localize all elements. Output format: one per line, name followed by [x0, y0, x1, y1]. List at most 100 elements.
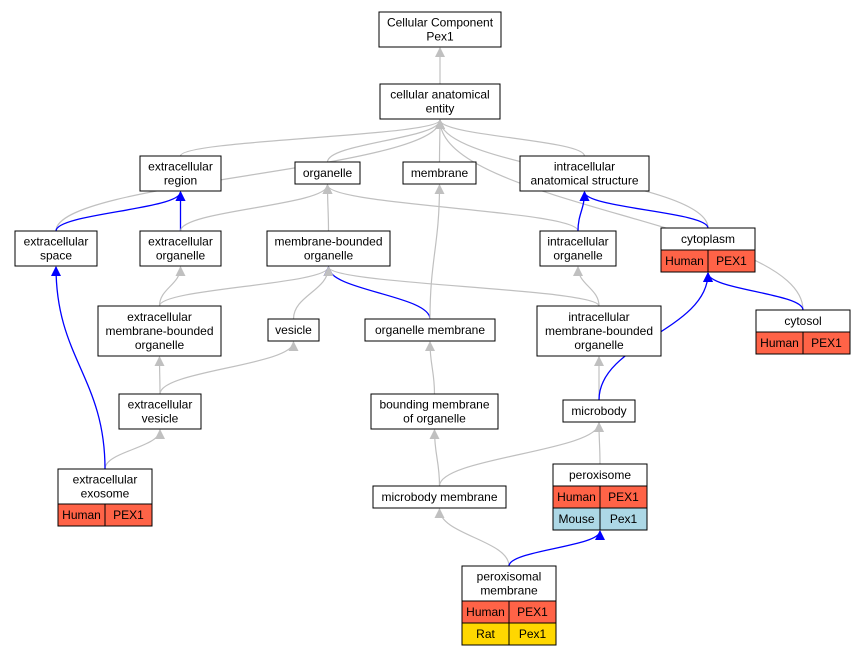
node-box — [57, 468, 153, 505]
node-label-line: peroxisome — [569, 468, 631, 482]
node-label-line: space — [40, 249, 72, 263]
edge-bmo-to-orgmem — [425, 341, 436, 395]
node-label-line: Pex1 — [426, 30, 454, 44]
node-box — [139, 230, 222, 267]
edge-imbo-to-intorg — [573, 266, 600, 307]
node-box — [562, 399, 636, 423]
node-label-line: organelle — [303, 166, 353, 180]
annotation-species-label: Rat — [476, 627, 495, 641]
annotation-species-label: Human — [760, 336, 799, 350]
node-label-line: extracellular — [127, 310, 192, 324]
node-label-line: extracellular — [73, 473, 138, 487]
node-box — [139, 155, 222, 192]
annotation-gene-label: PEX1 — [716, 254, 747, 268]
node-label-line: membrane — [411, 166, 469, 180]
node-membrane[interactable]: membrane — [402, 161, 477, 185]
node-label-line: region — [164, 174, 197, 188]
edge-extspace-to-cae — [55, 119, 445, 232]
edge-embo-to-extorg — [158, 266, 186, 307]
edge-mbo-to-organelle — [322, 184, 333, 232]
edge-cytoplasm-to-ias — [579, 191, 709, 229]
edge-mbmem-to-microbody — [438, 422, 604, 487]
edge-vesicle-to-mbo — [292, 266, 334, 320]
annotation-gene-cell — [104, 503, 153, 527]
annotation-gene-cell — [508, 622, 557, 646]
node-box — [402, 161, 477, 185]
node-box — [378, 11, 502, 48]
edge-imbo-to-mbo — [323, 266, 600, 307]
node-label-line: intracellular — [568, 310, 629, 324]
node-label-line: vesicle — [142, 412, 179, 426]
node-label-line: organelle — [553, 249, 603, 263]
node-box — [267, 318, 320, 342]
node-label-line: membrane-bounded — [545, 324, 653, 338]
edge-pmem-to-mbmem — [434, 508, 510, 567]
annotation-species-label: Human — [665, 254, 704, 268]
edge-ias-to-cae — [435, 119, 586, 157]
node-vesicle[interactable]: vesicle — [267, 318, 320, 342]
node-organelle[interactable]: organelle — [294, 161, 361, 185]
node-label-line: intracellular — [554, 160, 615, 174]
node-label-line: bounding membrane — [379, 398, 489, 412]
edge-cytosol-to-cae — [435, 119, 804, 311]
node-label-line: microbody membrane — [381, 490, 497, 504]
node-label-line: microbody — [571, 404, 626, 418]
edge-exosome-to-extves — [104, 429, 165, 470]
annotation-gene-label: PEX1 — [517, 605, 548, 619]
node-box — [519, 155, 650, 192]
node-label-line: membrane — [480, 584, 538, 598]
node-label-line: extracellular — [24, 235, 89, 249]
edge-extreg-to-cae — [179, 119, 445, 157]
edge-cytosol-to-cytoplasm — [703, 272, 804, 311]
node-box — [266, 230, 391, 267]
node-label-line: extracellular — [128, 398, 193, 412]
node-label-line: organelle — [135, 338, 185, 352]
annotation-species-label: Human — [466, 605, 505, 619]
node-label-line: extracellular — [148, 160, 213, 174]
node-label-line: Cellular Component — [387, 16, 494, 30]
annotation-species-label: Mouse — [558, 512, 594, 526]
node-box — [370, 393, 499, 430]
node-microbody[interactable]: microbody — [562, 399, 636, 423]
node-label-line: intracellular — [547, 235, 608, 249]
annotation-gene-label: PEX1 — [113, 508, 144, 522]
annotation-gene-label: PEX1 — [608, 490, 639, 504]
edge-orgmem-to-mbo — [323, 266, 431, 320]
node-label-line: organelle — [156, 249, 206, 263]
node-mbmem[interactable]: microbody membrane — [372, 485, 507, 509]
edge-intorg-to-ias — [577, 191, 590, 232]
node-label-line: cellular anatomical — [390, 88, 489, 102]
edge-extspace-to-extreg — [55, 191, 186, 232]
node-box — [97, 305, 222, 357]
node-box — [461, 565, 557, 602]
annotation-gene-label: Pex1 — [519, 627, 547, 641]
node-label-line: entity — [426, 102, 455, 116]
node-label-line: extracellular — [148, 235, 213, 249]
edge-extves-to-embo — [154, 356, 165, 395]
edge-embo-to-mbo — [158, 266, 334, 307]
edge-intorg-to-organelle — [322, 184, 579, 232]
edge-exosome-to-extspace — [51, 266, 106, 470]
node-label-line: membrane-bounded — [274, 235, 382, 249]
node-label-line: cytoplasm — [681, 232, 735, 246]
node-orgmem[interactable]: organelle membrane — [364, 318, 496, 342]
annotation-species-label: Human — [62, 508, 101, 522]
